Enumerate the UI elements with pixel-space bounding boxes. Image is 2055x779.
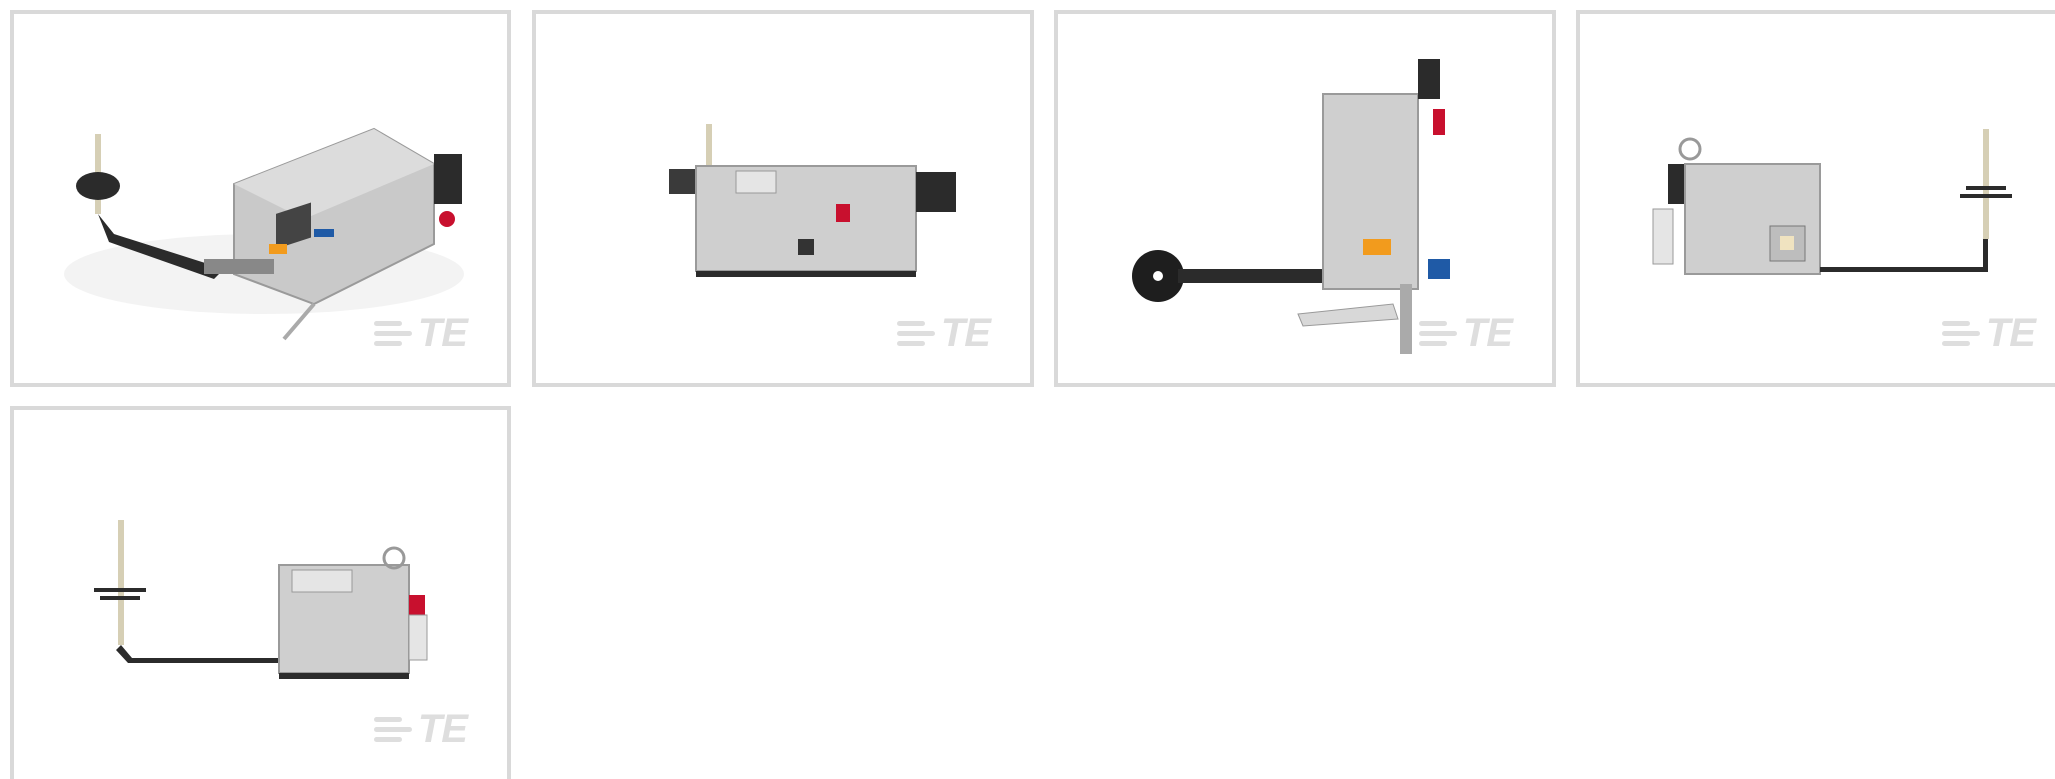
thumbnail-4[interactable]: TE <box>1576 10 2055 387</box>
thumbnail-5[interactable]: TE <box>10 406 511 779</box>
te-watermark: TE <box>373 311 468 355</box>
thumbnail-3[interactable]: TE <box>1054 10 1556 387</box>
te-logo-lines-icon <box>373 716 412 742</box>
te-logo-lines-icon <box>1941 320 1980 346</box>
applicator-side-image <box>1132 59 1450 354</box>
te-watermark: TE <box>373 707 468 751</box>
te-watermark: TE <box>1418 311 1513 355</box>
te-logo-lines-icon <box>373 320 412 346</box>
watermark-text: TE <box>417 311 468 355</box>
applicator-front-image <box>669 124 956 277</box>
thumbnail-2[interactable]: TE <box>532 10 1034 387</box>
te-logo-lines-icon <box>896 320 935 346</box>
applicator-reel-front-image <box>94 520 428 679</box>
applicator-rear-image <box>1652 129 2012 275</box>
watermark-text: TE <box>417 707 468 751</box>
applicator-isometric-image <box>64 127 464 341</box>
thumbnail-1[interactable]: TE <box>10 10 511 387</box>
watermark-text: TE <box>1462 311 1513 355</box>
te-watermark: TE <box>896 311 991 355</box>
watermark-text: TE <box>1985 311 2036 355</box>
te-watermark: TE <box>1941 311 2036 355</box>
watermark-text: TE <box>940 311 991 355</box>
te-logo-lines-icon <box>1418 320 1457 346</box>
